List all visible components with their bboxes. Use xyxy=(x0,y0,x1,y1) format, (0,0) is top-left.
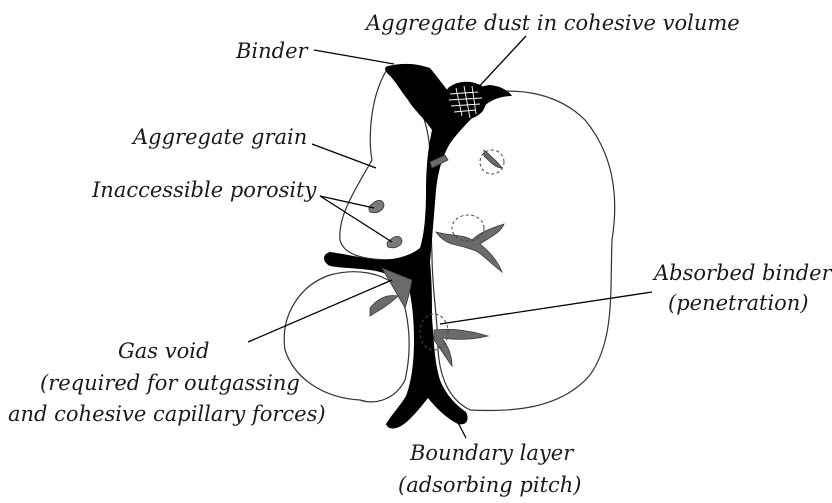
leader-aggregate-dust xyxy=(474,36,526,92)
label-boundary-layer-2: (adsorbing pitch) xyxy=(398,473,582,497)
leader-binder xyxy=(314,50,394,64)
label-binder: Binder xyxy=(235,39,310,63)
label-gas-void-2: (required for outgassing xyxy=(40,371,300,395)
aggregate-grain-lower-left xyxy=(284,272,409,402)
label-aggregate-grain: Aggregate grain xyxy=(131,125,307,149)
label-absorbed-binder-1: Absorbed binder xyxy=(652,261,832,285)
aggregate-grain-right xyxy=(431,91,614,410)
label-inaccessible-porosity: Inaccessible porosity xyxy=(91,178,318,202)
label-gas-void-1: Gas void xyxy=(118,339,209,363)
label-gas-void-3: and cohesive capillary forces) xyxy=(8,402,326,426)
label-boundary-layer-1: Boundary layer xyxy=(409,441,575,465)
leader-aggregate-grain xyxy=(312,144,376,168)
label-aggregate-dust: Aggregate dust in cohesive volume xyxy=(364,11,740,35)
label-absorbed-binder-2: (penetration) xyxy=(668,291,809,315)
